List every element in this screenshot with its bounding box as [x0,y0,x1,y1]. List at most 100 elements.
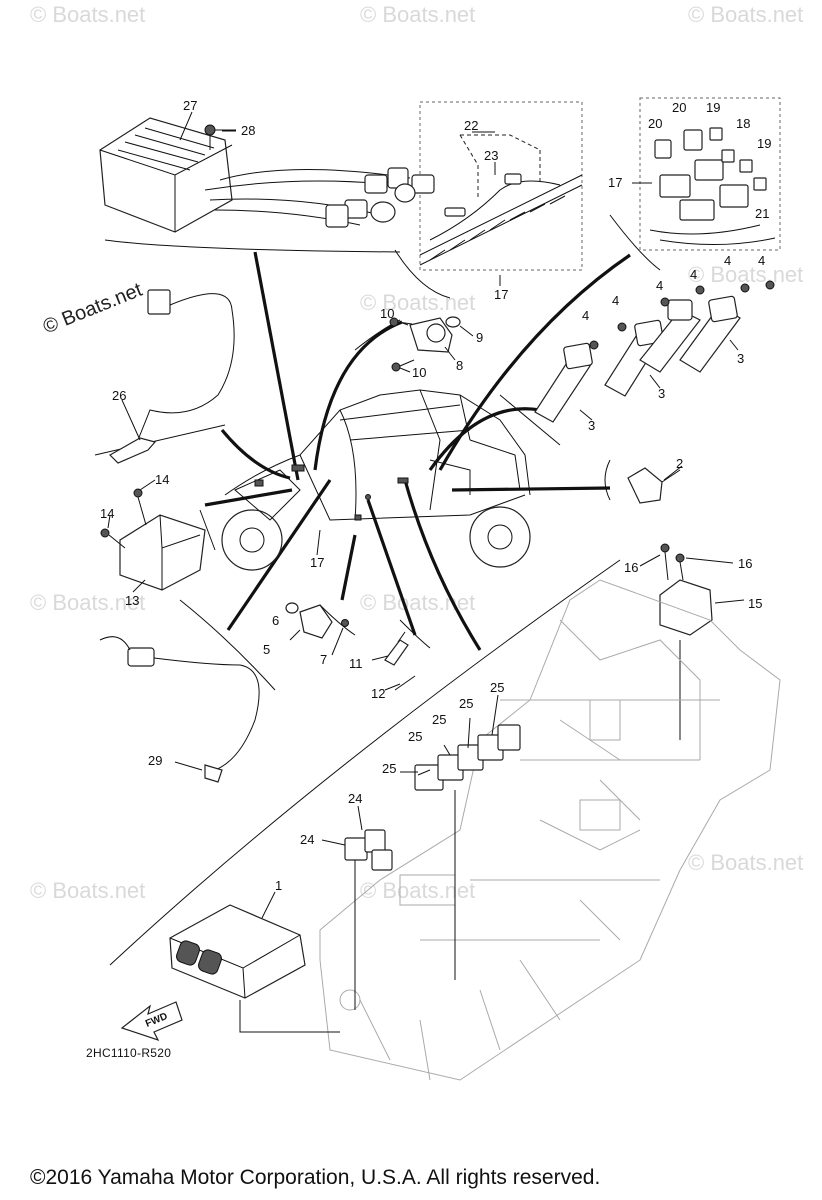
callout-6: 6 [272,613,279,628]
callout-4: 4 [582,308,589,323]
callout-15: 15 [748,596,762,611]
ignition-coil-3 [679,295,741,373]
harness-line [438,253,631,471]
callout-9: 9 [476,330,483,345]
ignition-coil-3 [534,342,593,423]
relay-24 [344,829,393,1010]
group-bracket [199,509,216,551]
harness-line [220,428,291,480]
callout-1: 1 [275,878,282,893]
cover-13 [100,488,206,591]
callout-7: 7 [320,652,327,667]
lead-wire-22 [419,134,583,266]
sensor-2 [627,467,681,504]
sub-assembly-frame [639,97,781,251]
sub-assembly-frame [419,101,583,271]
callout-numbers: 27 28 22 23 17 20 20 19 18 19 17 21 10 9… [100,98,771,893]
relay-25 [414,724,521,980]
callout-24: 24 [300,832,314,847]
watermark: © Boats.net [360,2,476,27]
watermark: © Boats.net [30,590,146,615]
callout-14: 14 [100,506,114,521]
spark-plug-11 [384,631,416,691]
callout-4: 4 [656,278,663,293]
sensor-26 [109,289,235,464]
group-bracket [399,619,431,649]
callout-17: 17 [310,555,324,570]
callout-3: 3 [658,386,665,401]
relay-set-17 [649,127,776,246]
callout-17: 17 [608,175,622,190]
group-bracket [319,604,356,636]
harness-line [226,479,332,631]
diagram-code: 2HC1110-R520 [86,1046,172,1060]
ecu-1 [169,904,340,1033]
callout-18: 18 [736,116,750,131]
callout-8: 8 [456,358,463,373]
callout-11: 11 [349,656,363,671]
harness-line [204,488,293,507]
callout-19: 19 [757,136,771,151]
forward-arrow-icon: FWD [120,1001,183,1042]
callout-22: 22 [464,118,478,133]
callout-25: 25 [382,761,396,776]
sensor-5 [285,602,349,639]
group-bracket [94,424,226,456]
bolt-28 [204,124,236,150]
callout-21: 21 [755,206,769,221]
watermark: © Boats.net [30,878,146,903]
callout-20: 20 [672,100,686,115]
callout-3: 3 [737,351,744,366]
callout-16: 16 [624,560,638,575]
vehicle-outline [221,389,531,571]
callout-24: 24 [348,791,362,806]
harness-line [366,499,417,636]
callout-3: 3 [588,418,595,433]
callout-14: 14 [155,472,169,487]
callout-27: 27 [183,98,197,113]
group-bracket [109,559,621,966]
harness-line [253,251,300,481]
group-bracket [604,459,611,501]
ignition-coil-3b [639,299,701,373]
callout-2: 2 [676,456,683,471]
callout-19: 19 [706,100,720,115]
callout-25: 25 [408,729,422,744]
bolt-4 [589,280,775,350]
callout-25: 25 [432,712,446,727]
watermark: © Boats.net [30,2,146,27]
harness-line [313,320,403,471]
callout-4: 4 [758,253,765,268]
harness-line [451,486,611,492]
group-bracket [394,249,451,299]
relay-15 [659,543,713,740]
callout-26: 26 [112,388,126,403]
callout-23: 23 [484,148,498,163]
leader-lines [107,111,745,919]
callout-10: 10 [412,365,426,380]
callout-10: 10 [380,306,394,321]
harness-line [403,479,482,651]
watermark: © Boats.net [360,878,476,903]
group-bracket [179,599,276,691]
vehicle-frame [319,579,781,1081]
callout-5: 5 [263,642,270,657]
callout-4: 4 [690,267,697,282]
callout-29: 29 [148,753,162,768]
callout-20: 20 [648,116,662,131]
callout-17: 17 [494,287,508,302]
sensor-29 [99,636,260,783]
harness-line [428,407,541,471]
group-bracket [609,214,661,271]
callout-4: 4 [724,253,731,268]
watermark: © Boats.net [360,290,476,315]
callout-12: 12 [371,686,385,701]
watermark: © Boats.net [688,262,804,287]
watermark: © Boats.net [688,2,804,27]
group-bracket [499,394,561,446]
control-unit-27 [99,117,435,233]
callout-13: 13 [125,593,139,608]
callout-16: 16 [738,556,752,571]
copyright-notice: ©2016 Yamaha Motor Corporation, U.S.A. A… [30,1166,601,1189]
